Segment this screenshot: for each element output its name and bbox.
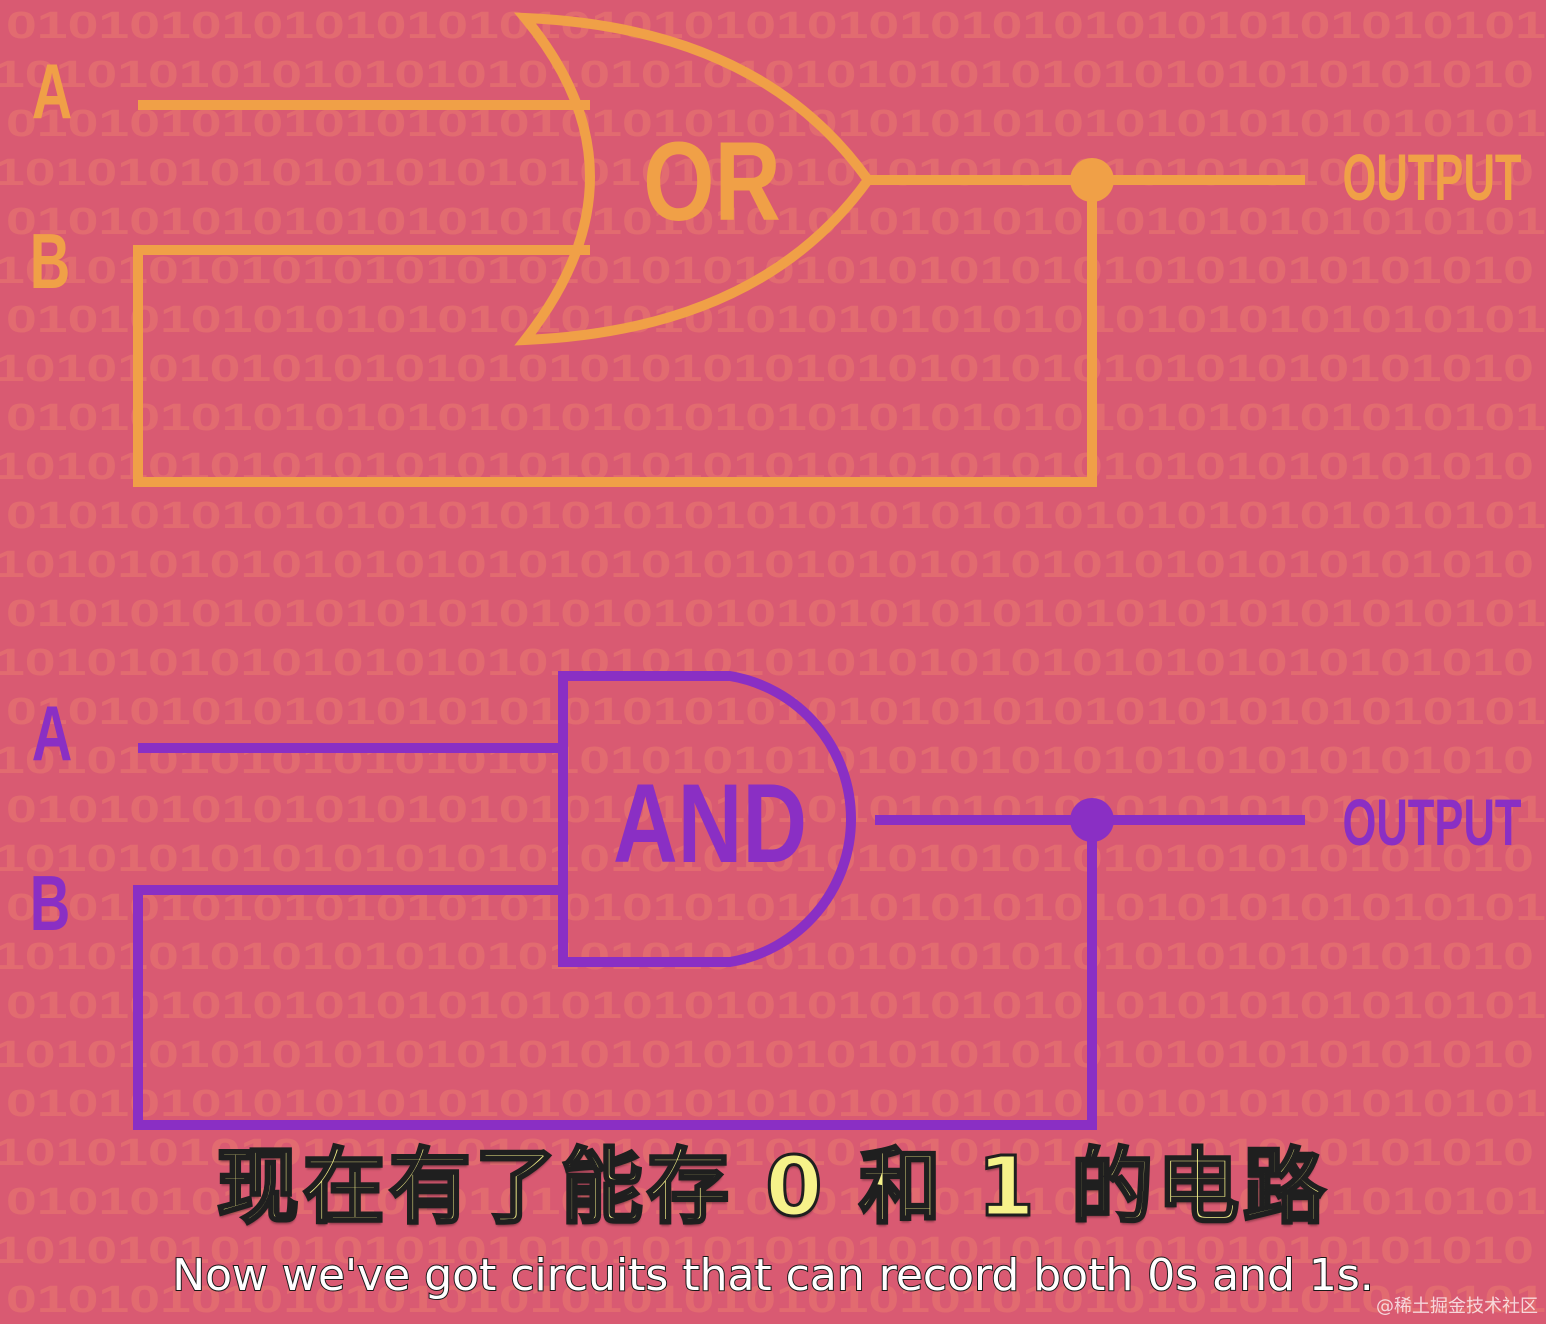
subtitle-english: Now we've got circuits that can record b… [171,1249,1375,1302]
binary-row: 1010101010101010101010101010101010101010… [0,348,1534,390]
binary-row: 1010101010101010101010101010101010101010… [0,1230,1534,1272]
and-junction-dot [1070,798,1114,842]
or-circuit [133,12,1305,487]
binary-row: 0101010101010101010101010101010101010101… [6,1181,1546,1223]
binary-row: 0101010101010101010101010101010101010101… [6,1083,1546,1125]
binary-row: 0101010101010101010101010101010101010101… [6,985,1546,1027]
and-gate-label: AND [613,762,807,887]
and-output-label: OUTPUT [1342,785,1521,859]
binary-row: 1010101010101010101010101010101010101010… [0,1132,1534,1174]
binary-row: 0101010101010101010101010101010101010101… [6,691,1546,733]
binary-background: 0101010101010101010101010101010101010101… [0,5,1546,1321]
binary-row: 0101010101010101010101010101010101010101… [6,201,1546,243]
binary-row: 0101010101010101010101010101010101010101… [6,299,1546,341]
binary-row: 1010101010101010101010101010101010101010… [0,152,1534,194]
binary-row: 0101010101010101010101010101010101010101… [6,5,1546,47]
and-input-b-feedback-wire [133,820,1097,1130]
binary-row: 1010101010101010101010101010101010101010… [0,544,1534,586]
or-gate-label: OR [643,118,781,244]
binary-row: 1010101010101010101010101010101010101010… [0,936,1534,978]
or-output-label: OUTPUT [1342,140,1521,214]
or-input-a-label: A [32,48,73,135]
binary-row: 1010101010101010101010101010101010101010… [0,1034,1534,1076]
watermark: @稀土掘金技术社区 [1376,1296,1538,1317]
binary-row: 0101010101010101010101010101010101010101… [6,495,1546,537]
or-input-b-label: B [30,218,71,305]
binary-row: 0101010101010101010101010101010101010101… [6,593,1546,635]
or-junction-dot [1070,158,1114,202]
and-input-a-label: A [32,690,73,777]
and-input-b-label: B [30,860,71,947]
binary-row: 0101010101010101010101010101010101010101… [6,397,1546,439]
binary-row: 0101010101010101010101010101010101010101… [6,1279,1546,1321]
or-input-b-feedback-wire [133,180,1097,487]
subtitle-chinese: 现在有了能存 0 和 1 的电路 [215,1139,1330,1237]
or-gate-body [513,12,875,346]
binary-row: 1010101010101010101010101010101010101010… [0,642,1534,684]
and-gate-body [558,671,856,967]
binary-row: 1010101010101010101010101010101010101010… [0,838,1534,880]
